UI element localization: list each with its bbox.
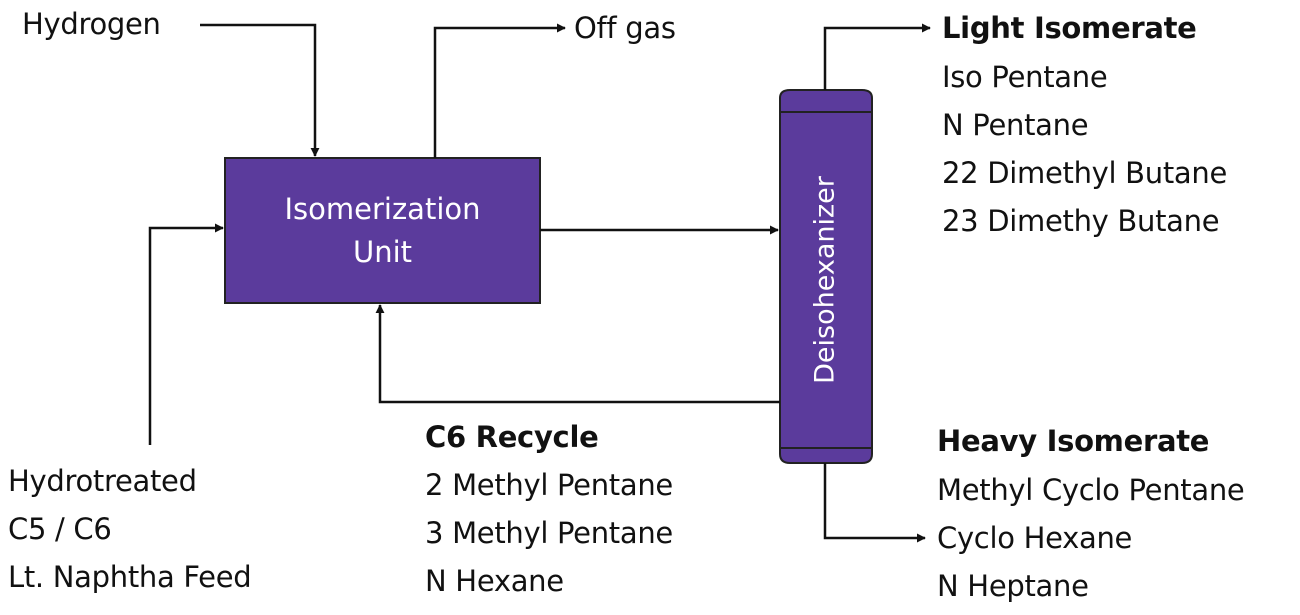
heavy-isomerate-item: Methyl Cyclo Pentane	[937, 473, 1245, 507]
c6-recycle-title: C6 Recycle	[425, 420, 599, 454]
light-isomerate-item: Iso Pentane	[942, 60, 1108, 94]
light-isomerate-item: 23 Dimethy Butane	[942, 204, 1220, 238]
hydrogen-label: Hydrogen	[22, 7, 161, 41]
feed-line	[148, 223, 224, 445]
isomerization-unit-box	[224, 157, 541, 304]
hydrogen-line	[200, 23, 320, 157]
deisohexanizer-label: Deisohexanizer	[809, 176, 841, 384]
feed-label-line-1: Hydrotreated	[8, 464, 197, 498]
heavy-isomerate-line	[823, 463, 926, 543]
off-gas-line	[433, 23, 566, 158]
off-gas-label: Off gas	[574, 11, 676, 45]
light-isomerate-item: 22 Dimethyl Butane	[942, 156, 1228, 190]
isomerization-unit-line-2: Unit	[352, 234, 413, 269]
c6-recycle-line	[375, 304, 780, 404]
heavy-isomerate-item: N Heptane	[937, 569, 1089, 603]
isomerization-unit-label: Isomerization Unit	[225, 158, 540, 303]
c6-recycle-item: 2 Methyl Pentane	[425, 468, 673, 502]
c6-recycle-item: 3 Methyl Pentane	[425, 516, 673, 550]
feed-label-line-3: Lt. Naphtha Feed	[8, 560, 252, 594]
feed-label-line-2: C5 / C6	[8, 512, 112, 546]
light-isomerate-title: Light Isomerate	[942, 11, 1197, 45]
c6-recycle-item: N Hexane	[425, 564, 564, 598]
heavy-isomerate-title: Heavy Isomerate	[937, 424, 1210, 458]
deisohexanizer-column	[779, 89, 873, 464]
light-isomerate-line	[823, 23, 931, 90]
isomerization-unit-line-1: Isomerization	[284, 192, 481, 227]
heavy-isomerate-item: Cyclo Hexane	[937, 521, 1133, 555]
light-isomerate-item: N Pentane	[942, 108, 1089, 142]
